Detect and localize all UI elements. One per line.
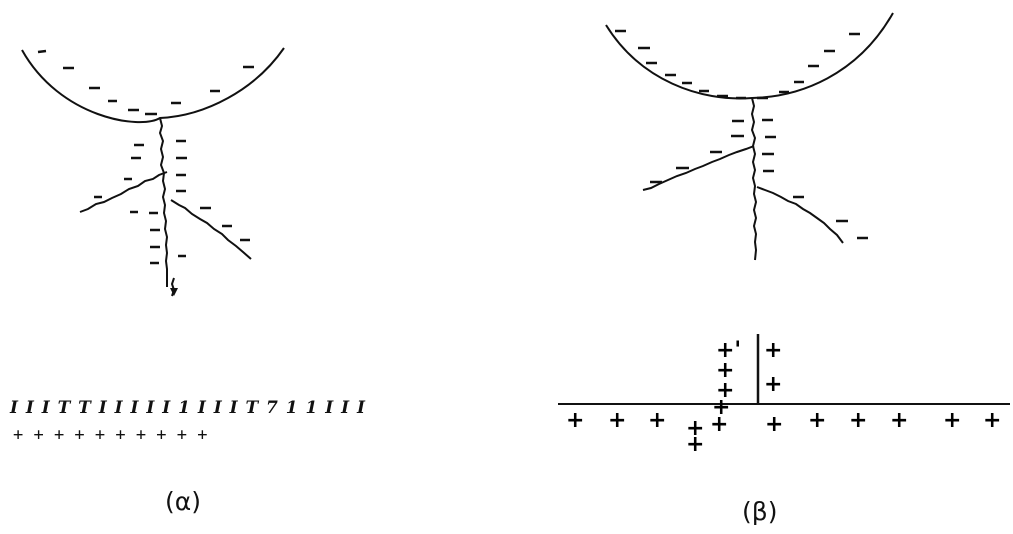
ground-surface-marks-a: I I I T T I I I I I 1 I I I T 7 1 1 I I … [9, 398, 366, 418]
caption-b: (β) [742, 497, 777, 526]
ground-charge-b: + [648, 408, 666, 433]
ground-charge-b: + [608, 408, 626, 433]
ground-charges-a: + + + + + + + + + + [13, 425, 207, 445]
streamer-charge-left-3: + [716, 378, 734, 403]
ground-charge-b: + [566, 408, 584, 433]
cloud-base-a [21, 47, 285, 124]
streamer-charge-left-1: +' [716, 338, 741, 363]
stepped-leader-b [642, 97, 844, 261]
ground-charge-b: + [890, 408, 908, 433]
panel-b: +' + + + + + + + + + + + + + + + + + (β) [558, 12, 1010, 526]
cloud-base-b [605, 12, 894, 100]
ground-charge-b: + [983, 408, 1001, 433]
ground-charge-b: + [808, 408, 826, 433]
ground-charge-b: + [943, 408, 961, 433]
ground-charge-b: + [765, 412, 783, 437]
streamer-charge-left-2: + [716, 358, 734, 383]
stepped-leader-a [79, 117, 252, 297]
ground-charge-b: + [710, 412, 728, 437]
ground-charge-b: + [712, 395, 730, 420]
streamer-charge-right-2: + [764, 372, 782, 397]
leader-charges-b [650, 118, 868, 240]
cloud-charges-b [615, 29, 860, 100]
ground-charge-b: + [686, 416, 704, 441]
leader-tip-a [170, 288, 178, 296]
ground-charge-b: + [686, 432, 704, 457]
streamer-charge-right-1: + [764, 338, 782, 363]
cloud-charges-a [37, 49, 254, 116]
panel-a: I I I T T I I I I I 1 I I I T 7 1 1 I I … [9, 47, 366, 516]
ground-charge-b: + [849, 408, 867, 433]
caption-a: (α) [165, 487, 201, 516]
leader-charges-a [94, 139, 250, 265]
